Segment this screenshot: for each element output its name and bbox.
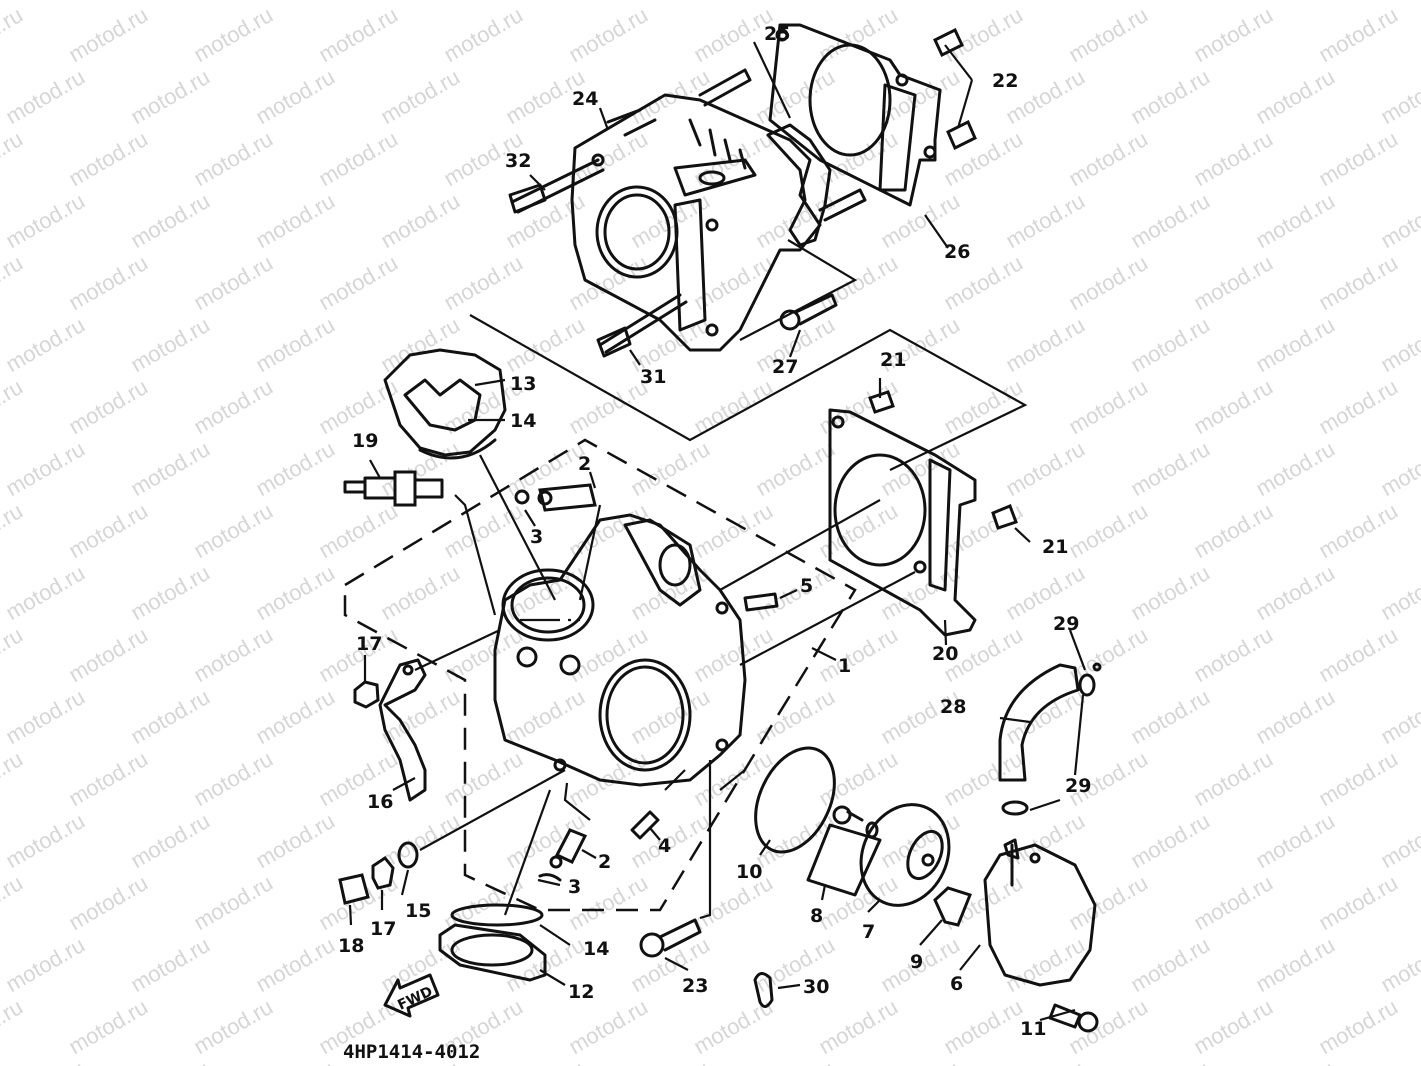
clip-part-3 <box>514 489 530 505</box>
callout-2-lower: 2 <box>598 851 611 873</box>
callout-21-lower: 21 <box>1042 536 1068 558</box>
bracket-part-16 <box>378 658 427 802</box>
gasket-part-20 <box>828 408 977 637</box>
dowel-part-21-upper <box>868 390 895 414</box>
alignment-line-cover <box>719 769 746 791</box>
alignment-line-upper <box>739 239 858 341</box>
intake-joint-part-12 <box>438 923 547 982</box>
alignment-line-bolt <box>699 760 712 920</box>
hose-part-28 <box>998 663 1080 782</box>
housing-part-6 <box>983 838 1097 987</box>
stud-bolt-right <box>818 188 867 222</box>
bolt-part-11 <box>1048 1003 1099 1033</box>
alignment-line-tappet <box>563 769 686 821</box>
washer-part-15 <box>397 841 419 869</box>
stud-part-5 <box>743 592 779 612</box>
assembly-outline-dashed <box>343 438 857 912</box>
gasket-part-25 <box>766 123 832 247</box>
alignment-line-gasket <box>414 499 916 671</box>
gasket-part-26 <box>768 23 942 207</box>
dowel-part-21-lower <box>991 504 1018 530</box>
callout-5: 5 <box>800 575 813 597</box>
callout-17-upper: 17 <box>356 633 382 655</box>
stud-bolt-top <box>698 68 752 107</box>
callout-14-upper: 14 <box>510 410 536 432</box>
piston-ring-part-14 <box>418 438 497 460</box>
clip-part-3-lower <box>538 873 562 882</box>
callout-22: 22 <box>992 70 1018 92</box>
callout-29-top: 29 <box>1053 613 1079 635</box>
cylinder-part-24 <box>570 93 822 352</box>
callout-8: 8 <box>810 905 823 927</box>
callout-20: 20 <box>932 643 958 665</box>
cap-part-9 <box>933 886 972 927</box>
callout-24: 24 <box>572 88 598 110</box>
tappet-part-2 <box>537 483 597 512</box>
callout-10: 10 <box>736 861 762 883</box>
callout-14-lower: 14 <box>583 938 609 960</box>
callout-9: 9 <box>910 951 923 973</box>
stud-bolt-part-32 <box>508 158 605 214</box>
cylinder-head-part-1 <box>493 513 747 787</box>
callout-26: 26 <box>944 241 970 263</box>
leader-lines <box>348 41 1087 1022</box>
o-ring-part-10 <box>754 746 836 854</box>
callout-16: 16 <box>367 791 393 813</box>
callout-18: 18 <box>338 935 364 957</box>
callout-11: 11 <box>1020 1018 1046 1040</box>
callout-3-upper: 3 <box>530 526 543 548</box>
callout-28: 28 <box>940 696 966 718</box>
callout-29-mid: 29 <box>1065 775 1091 797</box>
stud-bolt-part-31 <box>596 293 688 358</box>
alignment-line-intake <box>503 789 552 916</box>
bolt-part-27 <box>779 293 838 331</box>
callout-2-upper: 2 <box>578 453 591 475</box>
callout-21-upper: 21 <box>880 349 906 371</box>
diagram-reference-code: 4HP1414-4012 <box>343 1041 480 1063</box>
dowel-part-22 <box>933 27 977 151</box>
callout-15: 15 <box>405 900 431 922</box>
cover-part-7 <box>859 803 951 907</box>
callout-30: 30 <box>803 976 829 998</box>
callout-12: 12 <box>568 981 594 1003</box>
bolt-part-23 <box>639 918 702 958</box>
bolt-part-8 <box>806 805 882 897</box>
callout-17-lower: 17 <box>370 918 396 940</box>
callout-1: 1 <box>838 655 851 677</box>
piston-part-13 <box>383 348 507 457</box>
assembly-outline-upper <box>469 314 1028 471</box>
alignment-line-plug <box>454 454 602 616</box>
callout-19: 19 <box>352 430 378 452</box>
hose-clip-part-29 <box>1001 662 1102 816</box>
spark-plug-part-19 <box>343 470 444 507</box>
callout-6: 6 <box>950 973 963 995</box>
callout-13: 13 <box>510 373 536 395</box>
stud-part-4 <box>630 810 660 840</box>
alignment-line-washer <box>419 769 566 851</box>
o-ring-part-14 <box>450 903 544 927</box>
callout-23: 23 <box>682 975 708 997</box>
callout-7: 7 <box>862 921 875 943</box>
callout-3-lower: 3 <box>568 876 581 898</box>
nut-part-17-upper <box>353 680 380 709</box>
cap-part-18 <box>338 873 370 905</box>
callout-32: 32 <box>505 150 531 172</box>
callout-4: 4 <box>658 835 671 857</box>
callout-25: 25 <box>764 23 790 45</box>
clip-part-30 <box>753 972 774 1008</box>
tappet-part-2-lower <box>549 828 588 869</box>
callout-31: 31 <box>640 366 666 388</box>
callout-27: 27 <box>772 356 798 378</box>
fwd-direction-arrow: FWD <box>383 973 440 1018</box>
nut-part-17-lower <box>371 855 395 890</box>
